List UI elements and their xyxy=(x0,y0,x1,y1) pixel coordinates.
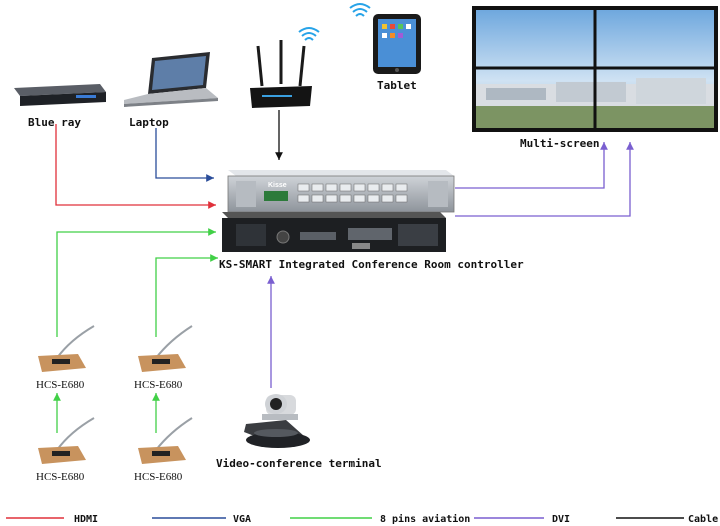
mic-label-4: HCS-E680 xyxy=(134,471,183,483)
hdmi-connection xyxy=(55,124,216,209)
microphone-unit-3 xyxy=(38,417,95,464)
mic-label-1: HCS-E680 xyxy=(36,379,85,391)
legend-label-vga: VGA xyxy=(233,514,251,525)
laptop-device xyxy=(124,52,218,107)
vga-connection xyxy=(155,128,214,182)
wifi-icon xyxy=(349,3,371,17)
mic-label-2: HCS-E680 xyxy=(134,379,183,391)
dvi-connection-1 xyxy=(455,142,608,189)
blueray-device xyxy=(14,84,106,106)
controller-device xyxy=(222,170,455,252)
controller-label: KS-SMART Integrated Conference Room cont… xyxy=(219,258,524,271)
videoconf-device xyxy=(244,394,310,448)
laptop-label: Laptop xyxy=(129,116,169,129)
mic-label-3: HCS-E680 xyxy=(36,471,85,483)
legend-label-cable: Cable xyxy=(688,514,718,525)
legend: HDMI VGA 8 pins aviation DVI Cable xyxy=(6,513,718,525)
router-device xyxy=(250,40,312,108)
tablet-label: Tablet xyxy=(377,79,417,92)
tablet-device xyxy=(373,14,421,74)
dvi-connection-2 xyxy=(455,142,634,217)
videoconf-label: Video-conference terminal xyxy=(216,457,382,470)
legend-label-hdmi: HDMI xyxy=(74,514,98,525)
legend-label-dvi: DVI xyxy=(552,514,570,525)
microphone-unit-2 xyxy=(138,325,193,372)
aviation-connection-1 xyxy=(56,228,216,337)
aviation-connection-2 xyxy=(155,254,218,337)
wifi-icon xyxy=(298,27,320,41)
legend-label-aviation: 8 pins aviation xyxy=(380,513,470,525)
controller-brand-logo: Kisse xyxy=(268,182,287,189)
microphone-unit-1 xyxy=(38,325,95,372)
blueray-label: Blue ray xyxy=(28,116,81,129)
multiscreen-label: Multi-screen xyxy=(520,137,599,150)
multiscreen-device xyxy=(472,6,718,132)
microphone-unit-4 xyxy=(138,417,193,464)
